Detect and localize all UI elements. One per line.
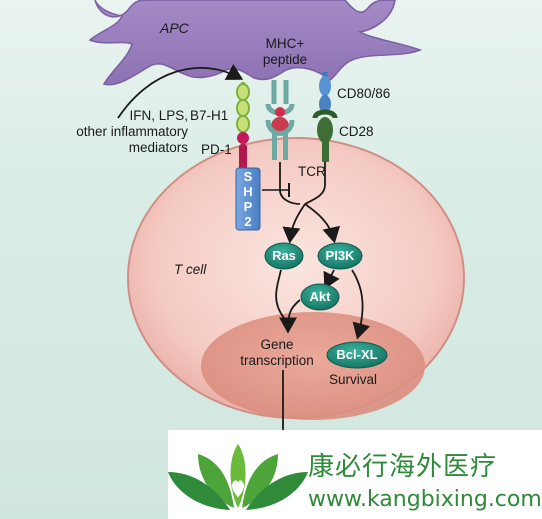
gene-transcription-label: Gene transcription [222, 337, 332, 369]
watermark-url: www.kangbixing.com [308, 487, 542, 512]
survival-label: Survival [329, 372, 378, 387]
apc-label: APC [160, 20, 189, 36]
b7h1-label: B7-H1 [190, 108, 229, 123]
mhc-peptide-label: MHC+ peptide [255, 36, 315, 68]
b7h1-molecule [236, 82, 250, 140]
tcr-molecule [265, 117, 295, 160]
apc-cell-body [88, 0, 423, 86]
watermark-name: 康必行海外医疗 [308, 452, 498, 482]
gene-transcription-text: Gene transcription [240, 337, 314, 368]
t-cell-label: T cell [174, 262, 207, 277]
bclxl-label: Bcl-XL [336, 347, 378, 362]
ras-label: Ras [272, 248, 296, 263]
cd28-molecule [312, 109, 338, 162]
akt-label: Akt [309, 289, 331, 304]
cd80-label: CD80/86 [337, 86, 391, 101]
cd80-molecule [319, 72, 331, 113]
shp2-box [235, 167, 261, 231]
shp2-label: SHP2 [236, 169, 260, 229]
shp2-text: SHP2 [243, 169, 253, 229]
akt-oval [300, 283, 340, 311]
mhc-peptide-molecule [265, 80, 295, 117]
pi3k-label: PI3K [325, 248, 355, 263]
pi3k-oval [317, 242, 363, 270]
tcr-label: TCR [298, 164, 326, 179]
pd1-label: PD-1 [201, 142, 232, 157]
ras-oval [264, 242, 304, 270]
cd28-label: CD28 [339, 124, 374, 139]
stimuli-arrow [117, 64, 244, 119]
stimuli-label: IFN, LPS, other inflammatory mediators [38, 108, 188, 156]
stimuli-text: IFN, LPS, other inflammatory mediators [76, 108, 188, 155]
bclxl-oval [326, 341, 388, 369]
mhc-peptide-text: MHC+ peptide [262, 36, 308, 67]
pd1-molecule [237, 132, 249, 174]
